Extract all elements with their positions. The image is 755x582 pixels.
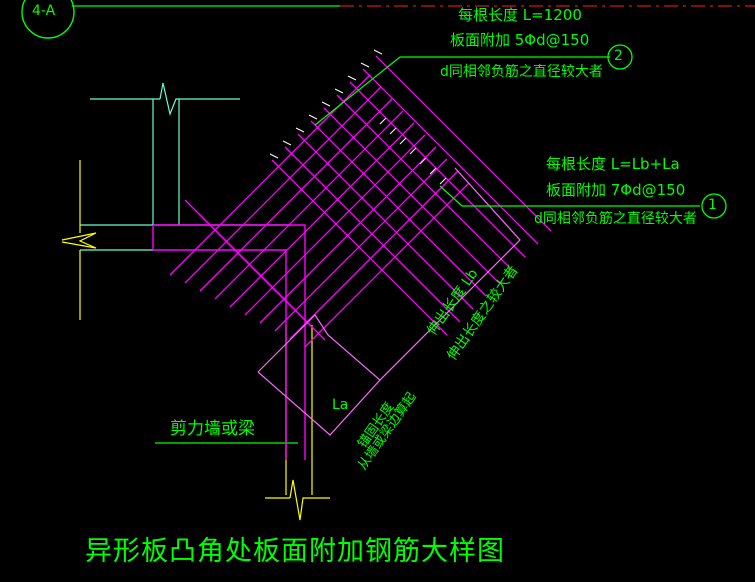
rebar-tick (439, 177, 447, 185)
rebar-ticks (269, 49, 447, 185)
rebar-tick (295, 127, 305, 133)
annotation-1-note: d同相邻负筋之直径较大者 (534, 211, 697, 227)
axis-circle (21, 0, 75, 39)
rebar-tick (347, 75, 357, 81)
rebar-bar-b (284, 146, 461, 323)
break-symbol-left (61, 232, 97, 249)
rebar-tick (399, 137, 407, 145)
marker-circle-1 (701, 193, 727, 219)
marker-circle-2 (607, 44, 633, 70)
marker-2-label: 2 (614, 48, 623, 64)
rebar-bar-a (304, 182, 470, 348)
rebar-bar-b (310, 120, 487, 297)
rebar-tick (409, 147, 417, 155)
break-symbol-top (159, 82, 180, 117)
rebar-bar-b (323, 107, 500, 284)
rebar-bar-a (244, 134, 426, 316)
rebar-tick (419, 157, 427, 165)
wall-label: 剪力墙或梁 (170, 419, 255, 439)
rebar-bar-b (375, 55, 552, 232)
annotation-2-rebar: 板面附加 5Φd@150 (450, 31, 590, 49)
rebar-bar-b (297, 133, 474, 310)
leader-2 (314, 56, 610, 126)
rebar-bar-b (336, 94, 513, 271)
marker-1-label: 1 (708, 197, 717, 213)
rebar-bar-b (362, 68, 539, 245)
rebar-tick (429, 167, 437, 175)
rebar-tick (282, 140, 292, 146)
rebar-bar-a (199, 98, 393, 292)
rebar-tick (334, 88, 344, 94)
la-label: La (332, 397, 349, 413)
beam-outline-inner (153, 249, 287, 460)
rebar-bar-a (274, 158, 448, 332)
rebar-bar-a (289, 170, 459, 340)
rebar-grid (169, 55, 552, 348)
rebar-tick (373, 49, 383, 55)
annotation-1-rebar: 板面附加 7Φd@150 (546, 181, 686, 199)
rebar-bar-a (214, 110, 404, 300)
annotation-1-length: 每根长度 L=Lb+La (546, 155, 680, 173)
rebar-bar-c (254, 269, 326, 341)
rebar-bar-b (271, 159, 448, 336)
break-symbol-bottom (289, 479, 306, 521)
rebar-bar-a (229, 122, 415, 308)
annotation-2-length: 每根长度 L=1200 (458, 6, 582, 24)
annotation-2-note: d同相邻负筋之直径较大者 (440, 64, 603, 80)
rebar-tick (308, 114, 318, 120)
rebar-tick (389, 127, 397, 135)
beam-outline-outer (153, 224, 306, 460)
lb-dimension-box (379, 167, 521, 381)
axis-tag: 4-A (32, 3, 56, 19)
rebar-tick (321, 101, 331, 107)
rebar-tick (269, 153, 279, 159)
la-dimension-box (257, 314, 381, 436)
rebar-tick (360, 62, 370, 68)
rebar-tick (379, 117, 387, 125)
rebar-bar-b (349, 81, 526, 258)
drawing-title: 异形板凸角处板面附加钢筋大样图 (85, 536, 505, 567)
leader-1 (439, 185, 700, 207)
rebar-bar-a (184, 86, 382, 284)
rebar-bar-a (259, 146, 437, 324)
